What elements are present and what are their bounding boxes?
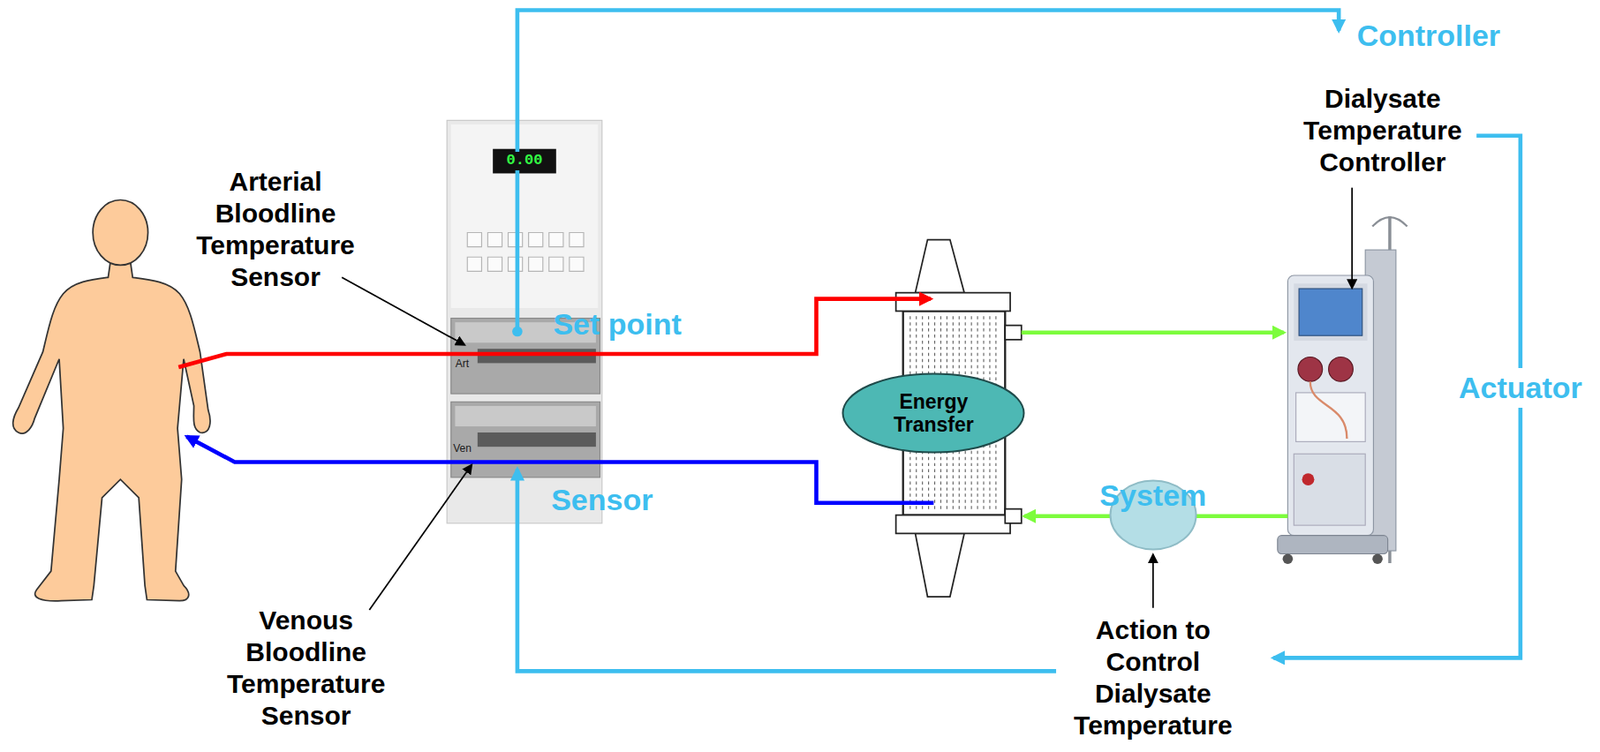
machine-base bbox=[1277, 535, 1389, 555]
node-ellipse bbox=[843, 374, 1025, 453]
display-reading: 0.00 bbox=[504, 151, 546, 170]
patient-head bbox=[92, 199, 148, 265]
machine-module bbox=[1296, 392, 1367, 442]
machine-tubing bbox=[1310, 381, 1348, 439]
venous-sensor-cover bbox=[454, 406, 596, 427]
machine-body bbox=[1287, 275, 1374, 536]
dialyzer-bottom-cap bbox=[896, 515, 1011, 535]
system-ellipse: System bbox=[1109, 479, 1198, 551]
dialysate-return-line bbox=[1021, 330, 1284, 335]
set-point-label: Set point bbox=[552, 306, 681, 343]
patient-body bbox=[13, 263, 211, 602]
dialysate-outlet-port bbox=[1004, 325, 1021, 340]
dialyzer-top-cap bbox=[896, 293, 1011, 312]
node-label: Energy Transfer bbox=[893, 390, 974, 438]
set-point-dot bbox=[512, 326, 523, 338]
dialysate-inlet-port bbox=[1004, 509, 1021, 524]
machine-lower-panel bbox=[1293, 453, 1366, 526]
monitor-display bbox=[492, 149, 557, 174]
monitor-face bbox=[451, 124, 598, 309]
iv-hooks bbox=[1372, 217, 1407, 227]
blood-pump bbox=[1328, 356, 1354, 382]
slot-label: Art bbox=[455, 357, 469, 370]
machine-wheel bbox=[1283, 553, 1294, 565]
energy-transfer-ellipse: Energy Transfer bbox=[841, 372, 1026, 454]
scaled-illustration bbox=[13, 10, 1521, 672]
machine-wheel bbox=[1372, 553, 1383, 565]
leader-line bbox=[369, 465, 472, 611]
leader-line bbox=[1350, 188, 1353, 288]
controller-callout: Dialysate Temperature Controller bbox=[1303, 83, 1463, 179]
action-callout: Action to Control Dialysate Temperature bbox=[1066, 614, 1239, 742]
sensor-label: Sensor bbox=[550, 482, 653, 519]
venous-sensor-slot bbox=[477, 432, 597, 447]
leader-line bbox=[341, 277, 465, 345]
sensor-callout: Venous Bloodline Temperature Sensor bbox=[226, 604, 386, 733]
venous-sensor-housing bbox=[451, 401, 601, 478]
dialysis-machine bbox=[1277, 216, 1408, 565]
machine-knob bbox=[1302, 473, 1315, 486]
node-text-box: Energy Transfer bbox=[893, 390, 974, 438]
dialyzer-top-end bbox=[915, 240, 965, 294]
actuator-label: Actuator bbox=[1454, 368, 1587, 408]
machine-screen bbox=[1298, 288, 1363, 336]
monitor-buttons bbox=[467, 232, 584, 272]
dialyzer-bottom-end bbox=[915, 533, 965, 597]
leader-line bbox=[1152, 555, 1155, 609]
control-loop-line bbox=[517, 469, 1057, 672]
slot-label: Ven bbox=[452, 442, 472, 455]
sensor-callout: Arterial Bloodline Temperature Sensor bbox=[196, 166, 355, 294]
patient-figure bbox=[13, 199, 211, 601]
controller-label: Controller bbox=[1357, 17, 1501, 54]
screen-frame bbox=[1293, 283, 1367, 341]
node-heading: System bbox=[1099, 478, 1207, 514]
arterial-bloodline bbox=[178, 299, 931, 368]
control-loop-line bbox=[517, 10, 1339, 333]
blood-pump bbox=[1298, 356, 1323, 382]
